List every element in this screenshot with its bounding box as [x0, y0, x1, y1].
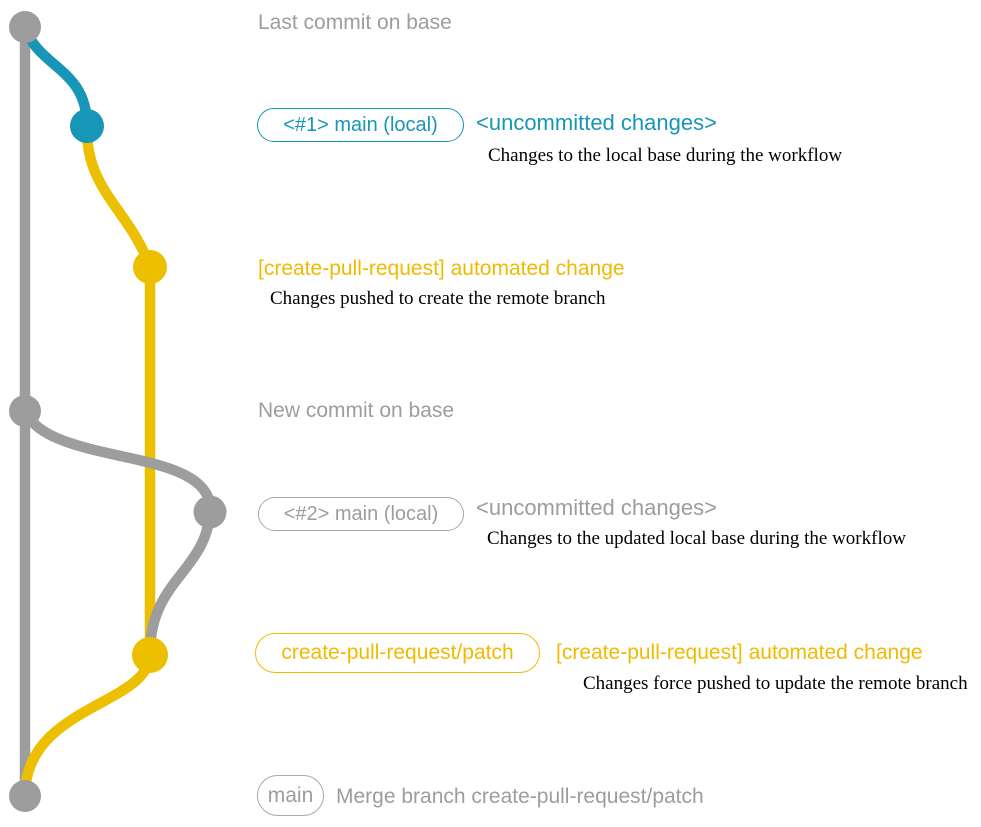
- edge-force-push-to-patch: [144, 511, 216, 654]
- git-graph: [9, 11, 227, 812]
- edge-create-patch-branch: [81, 125, 155, 269]
- badge-main: main: [257, 775, 324, 816]
- edge-merge-patch-into-main: [19, 654, 156, 797]
- label-automated-change-1: [create-pull-request] automated change: [258, 257, 625, 280]
- desc-force-pushed-remote-branch: Changes force pushed to update the remot…: [583, 673, 968, 694]
- badge-main-local-2: <#2> main (local): [258, 497, 464, 531]
- desc-local-base-changes-2: Changes to the updated local base during…: [487, 528, 906, 549]
- node-automated-change-2: [132, 637, 168, 673]
- label-automated-change-2: [create-pull-request] automated change: [556, 641, 923, 664]
- node-automated-change-1: [133, 250, 167, 284]
- node-last-commit-base: [9, 11, 41, 43]
- desc-pushed-create-remote-branch: Changes pushed to create the remote bran…: [270, 288, 606, 309]
- desc-local-base-changes-1: Changes to the local base during the wor…: [488, 145, 843, 166]
- node-main-local-1: [70, 109, 104, 143]
- label-uncommitted-changes-1: <uncommitted changes>: [476, 110, 717, 135]
- label-merge-branch: Merge branch create-pull-request/patch: [336, 785, 704, 808]
- badge-main-local-1: <#1> main (local): [257, 108, 464, 142]
- label-new-commit-on-base: New commit on base: [258, 399, 455, 422]
- edge-local-main-commit-1: [19, 25, 93, 127]
- node-new-commit-base: [9, 395, 41, 427]
- label-uncommitted-changes-2: <uncommitted changes>: [476, 495, 717, 520]
- edge-local-main-commit-2: [20, 408, 216, 513]
- node-main-local-2: [193, 495, 227, 529]
- badge-patch-branch: create-pull-request/patch: [255, 633, 540, 673]
- label-last-commit-on-base: Last commit on base: [258, 11, 452, 34]
- node-merge-commit: [9, 780, 41, 812]
